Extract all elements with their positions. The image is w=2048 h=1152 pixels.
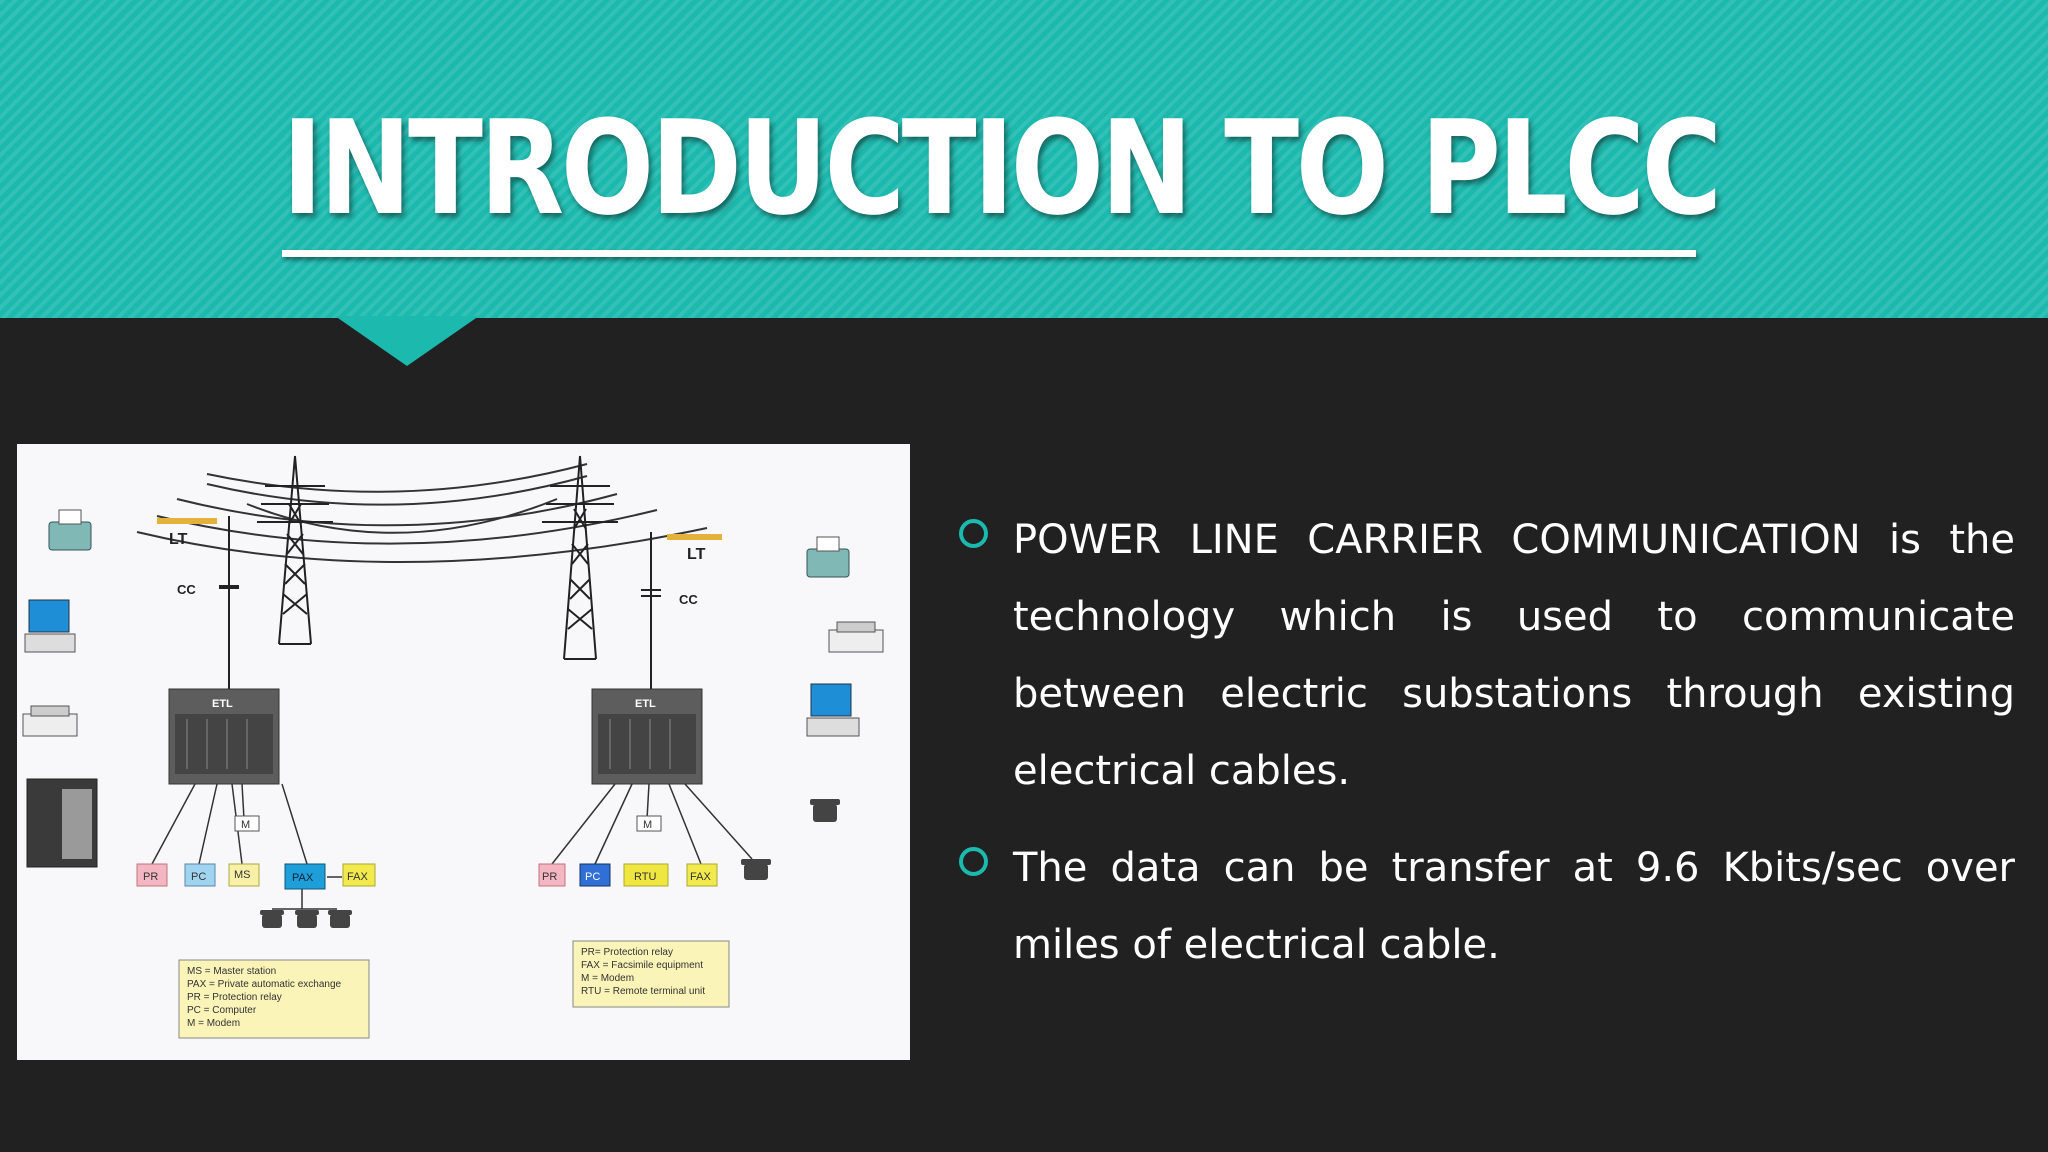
- svg-text:ETL: ETL: [635, 698, 656, 710]
- svg-text:ETL: ETL: [212, 698, 233, 710]
- bullet-item: The data can be transfer at 9.6 Kbits/se…: [955, 830, 2015, 984]
- svg-text:PR = Protection relay: PR = Protection relay: [187, 992, 282, 1003]
- right-computer-icon: [806, 683, 860, 737]
- svg-text:PR: PR: [143, 871, 158, 883]
- slide-title: INTRODUCTION TO PLCC: [282, 92, 1722, 244]
- left-cc-label: CC: [177, 582, 196, 597]
- hollow-circle-bullet-icon: [959, 519, 988, 548]
- svg-text:RTU = Remote terminal unit: RTU = Remote terminal unit: [581, 986, 705, 997]
- svg-text:M: M: [241, 819, 250, 831]
- hollow-circle-bullet-icon: [959, 847, 988, 876]
- right-cc-label: CC: [679, 592, 698, 607]
- left-computer-icon: [24, 599, 76, 653]
- right-telephone: [741, 859, 771, 880]
- left-printer-icon: [22, 705, 78, 737]
- bullet-text: The data can be transfer at 9.6 Kbits/se…: [1013, 845, 2015, 968]
- left-modem-box: [234, 815, 260, 832]
- svg-text:FAX: FAX: [690, 871, 711, 883]
- left-legend: MS = Master station PAX = Private automa…: [178, 959, 370, 1039]
- left-lt-label: LT: [169, 531, 188, 548]
- svg-text:MS: MS: [234, 869, 251, 881]
- left-server-icon: [26, 778, 98, 868]
- bullet-item: POWER LINE CARRIER COMMUNICATION is the …: [955, 502, 2015, 810]
- svg-text:PR= Protection relay: PR= Protection relay: [581, 947, 673, 958]
- left-fax-machine-icon: [48, 509, 92, 551]
- title-underline: [282, 250, 1696, 257]
- svg-text:PAX: PAX: [292, 872, 314, 884]
- bullet-text: POWER LINE CARRIER COMMUNICATION is the …: [1013, 517, 2015, 794]
- svg-text:RTU: RTU: [634, 871, 656, 883]
- right-phone-icon: [810, 799, 840, 822]
- right-legend: PR= Protection relay FAX = Facsimile equ…: [572, 940, 730, 1008]
- right-lt-label: LT: [687, 546, 706, 563]
- banner-notch: [335, 316, 479, 366]
- svg-text:M = Modem: M = Modem: [187, 1018, 240, 1029]
- left-tower: [257, 455, 333, 645]
- left-device-boxes: PR PC MS PAX FAX: [136, 863, 376, 890]
- right-fax-machine-icon: [806, 536, 850, 578]
- svg-text:FAX: FAX: [347, 871, 368, 883]
- right-printer-icon: [828, 621, 884, 653]
- svg-text:PR: PR: [542, 871, 557, 883]
- right-device-boxes: PR PC RTU FAX: [538, 863, 718, 887]
- right-tower: [542, 455, 618, 660]
- transmission-lines: [136, 463, 708, 564]
- right-modem-box: [636, 815, 662, 832]
- left-etl-unit: ETL: [168, 688, 280, 785]
- svg-text:M = Modem: M = Modem: [581, 973, 634, 984]
- left-line-trap: [157, 518, 217, 524]
- svg-text:PC = Computer: PC = Computer: [187, 1005, 257, 1016]
- right-etl-unit: ETL: [591, 688, 703, 785]
- svg-text:M: M: [643, 819, 652, 831]
- left-telephones: [260, 910, 352, 928]
- svg-text:MS = Master station: MS = Master station: [187, 966, 276, 977]
- svg-text:FAX = Facsimile equipment: FAX = Facsimile equipment: [581, 960, 703, 971]
- svg-text:PC: PC: [191, 871, 206, 883]
- plcc-diagram: LT LT CC CC ETL: [17, 444, 910, 1060]
- bullet-list: POWER LINE CARRIER COMMUNICATION is the …: [955, 502, 2015, 984]
- right-line-trap: [667, 534, 722, 540]
- title-banner: [0, 0, 2048, 318]
- svg-text:PAX = Private automatic exchan: PAX = Private automatic exchange: [187, 979, 342, 990]
- svg-text:PC: PC: [585, 871, 600, 883]
